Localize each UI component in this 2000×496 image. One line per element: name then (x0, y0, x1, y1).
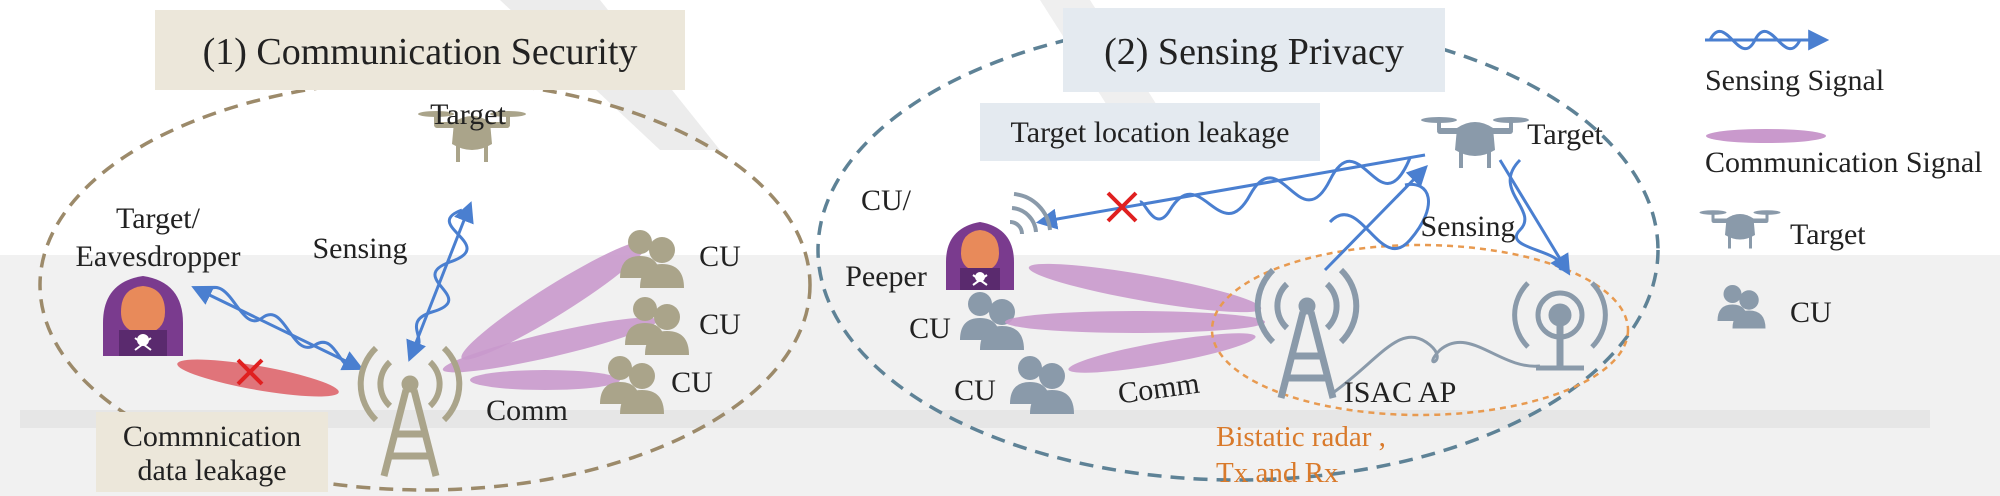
location-leak-label: Target location leakage (1011, 116, 1290, 149)
panel1-title: (1) Communication Security (203, 31, 638, 73)
panel1-cu-label-2: CU (699, 308, 741, 341)
comm-beam-3 (470, 370, 620, 390)
panel2-boundary (816, 18, 1660, 482)
panel2-sensing-wave-rx (1508, 158, 1563, 271)
location-leak-cross-icon (1106, 191, 1138, 223)
peeper-signal-icon (1009, 192, 1052, 235)
legend-label-sensing: Sensing Signal (1705, 64, 1884, 97)
leak-sensing-wave (1138, 157, 1412, 221)
legend-label-target: Target (1790, 218, 1866, 251)
panel2-sensing-label: Sensing (1420, 210, 1515, 243)
legend: Sensing Signal Communication Signal Targ… (1699, 29, 1983, 329)
panel1-cu-label-1: CU (699, 240, 741, 273)
eve-label-line2: Eavesdropper (76, 240, 241, 273)
panel1-target-label: Target (430, 98, 506, 131)
panel2-sensing-wave-tx (1328, 182, 1430, 250)
radar-label-line2: Tx and Rx (1216, 457, 1339, 489)
sensing-wave-icon-wave (1708, 30, 1802, 50)
panel2-comm-beam-2 (1005, 311, 1265, 333)
eve-label-line1: Target/ (116, 202, 201, 235)
background-band (0, 255, 2000, 496)
panel2-title: (2) Sensing Privacy (1104, 31, 1404, 73)
comm-beam-2 (442, 317, 658, 373)
panel1-boundary (38, 78, 812, 492)
panel1-title-box (155, 10, 685, 90)
sensing-arrow-target (406, 201, 474, 362)
panel2-comm-beam-1 (1028, 263, 1262, 313)
comm-beam-icon (1706, 129, 1826, 143)
panel1-comm-label: Comm (486, 394, 568, 427)
panel2-cu-label-1: CU (909, 312, 951, 345)
sensing-wave-target (413, 208, 469, 352)
panel2-target-label: Target (1527, 118, 1603, 151)
peeper-label-line2: Peeper (845, 260, 927, 293)
comm-beam-1 (461, 240, 649, 360)
isac-ap-boundary (1210, 243, 1630, 417)
panel1-cu-label-3: CU (671, 366, 713, 399)
isac-ap-cable (1329, 335, 1541, 397)
radar-label-line1: Bistatic radar , (1216, 421, 1386, 453)
background-bar (20, 410, 1930, 428)
location-leak-box (980, 103, 1320, 161)
panel2-cu-label-2: CU (954, 374, 996, 407)
sensing-arrow-eve (191, 285, 364, 371)
isac-ap-label: ISAC AP (1344, 376, 1457, 409)
legend-label-comm: Communication Signal (1705, 146, 1983, 179)
leak-label-line2: data leakage (137, 454, 286, 487)
panel2-comm-beam-3 (1068, 333, 1256, 373)
peeper-label-line1: CU/ (861, 184, 912, 217)
peeper-hacker-icon (946, 222, 1014, 290)
leak-label-line1: Commnication (123, 420, 301, 453)
legend-label-cu: CU (1790, 296, 1832, 329)
panel2-title-box (1063, 8, 1445, 92)
eavesdropper-hacker-icon (103, 276, 183, 356)
isac-ap-rx-icon (1512, 281, 1608, 371)
panel1-sensing-label: Sensing (312, 232, 407, 265)
sensing-wave-eve (204, 285, 353, 368)
leak-box (96, 412, 328, 492)
